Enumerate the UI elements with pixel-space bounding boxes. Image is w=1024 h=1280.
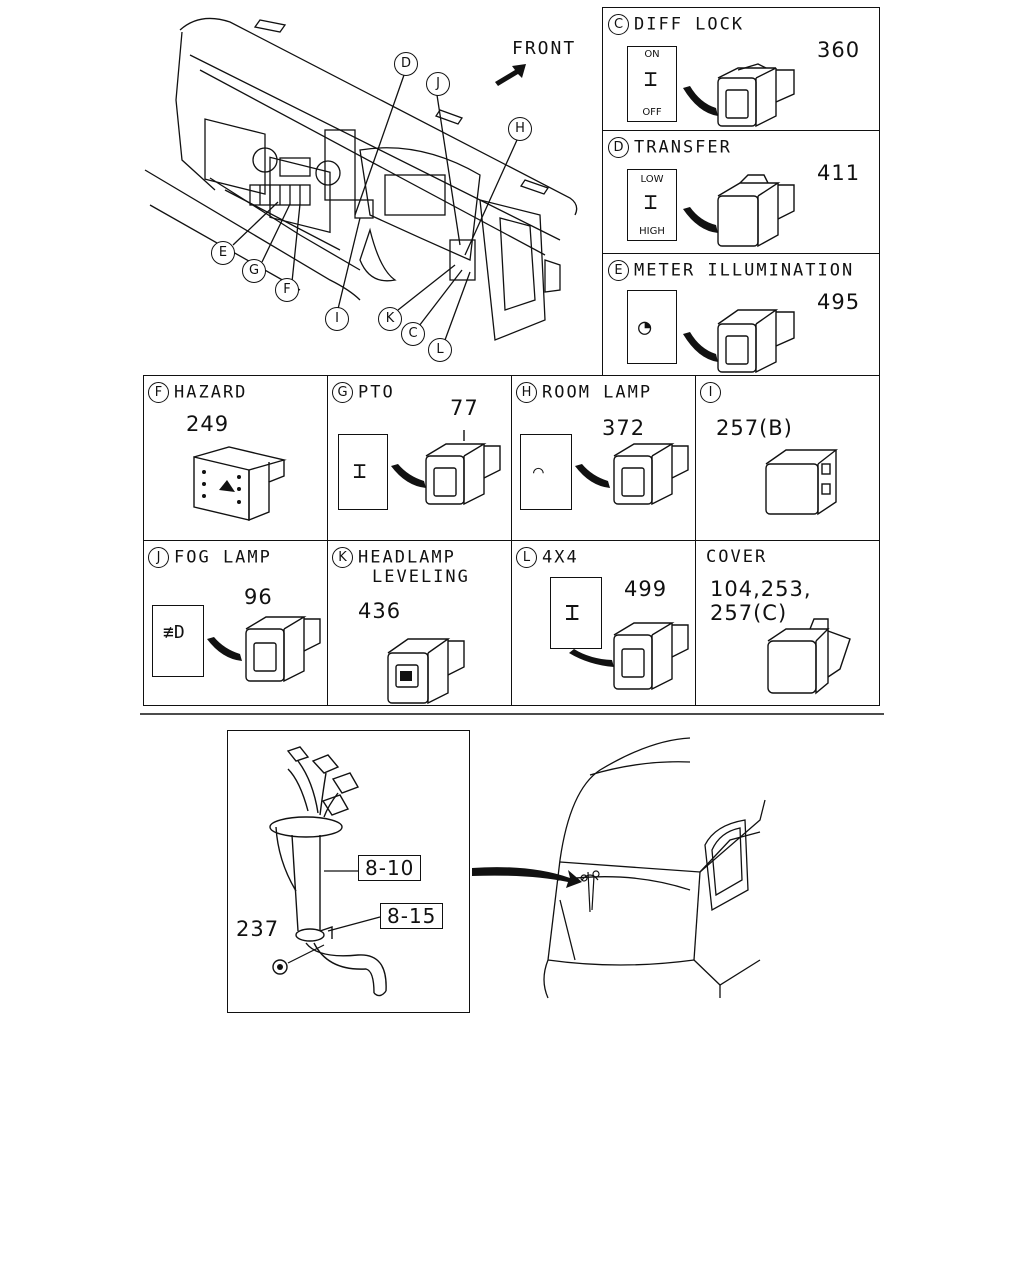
panel-letter: K [332,547,353,568]
panel-letter: I [700,382,721,403]
callout-k: K [378,307,402,331]
transfer-symbol: LOW ⌶ HIGH [627,169,677,241]
panel-title: 4X4 [542,547,579,568]
detail-arrow [472,867,582,888]
part-number: 257(B) [716,416,793,440]
pto-symbol: ⌶ [338,434,388,510]
panel-title: METER ILLUMINATION [634,260,855,281]
callout-f: F [275,278,299,302]
part-number: 96 [244,585,273,609]
part-number: 360 [817,38,861,62]
panel-title-line1: HEADLAMP [358,547,456,568]
part-number: 436 [358,599,402,623]
panel-cover: COVER 104,253, 257(C) [695,540,880,706]
ref-8-10: 8-10 [358,855,422,881]
part-number: 499 [624,577,668,601]
part-number: 372 [602,416,646,440]
part-number: 495 [817,290,861,314]
panel-title: TRANSFER [634,137,732,158]
panel-letter: C [608,14,629,35]
callout-l: L [428,338,452,362]
part-number: 77 [450,396,479,420]
panel-letter: G [332,382,353,403]
panel-title: FOG LAMP [174,547,272,568]
fog-lamp-symbol: ≢D [152,605,204,677]
panel-title: PTO [358,382,395,403]
part-number-line2: 257(C) [710,601,788,625]
front-label: FRONT [512,38,577,59]
callout-j: J [426,72,450,96]
ref-8-15: 8-15 [380,903,444,929]
panel-title-line2: LEVELING [372,567,470,587]
callout-d: D [394,52,418,76]
panel-title: DIFF LOCK [634,14,745,35]
lamp-icon: ⌒ [533,461,544,482]
panel-letter: J [148,547,169,568]
callout-h: H [508,117,532,141]
callout-c: C [401,322,425,346]
panel-title: COVER [706,547,768,567]
callout-g: G [242,259,266,283]
axle-icon: ⌶ [565,598,580,626]
harness-detail-box: 8-10 8-15 237 [227,730,470,1013]
4x4-symbol: ⌶ [550,577,602,649]
panel-blank-i: I 257(B) [695,375,880,541]
gauge-icon: ◔ [638,315,652,340]
panel-letter: D [608,137,629,158]
callout-e: E [211,241,235,265]
panel-title: ROOM LAMP [542,382,653,403]
panel-title: HAZARD [174,382,248,403]
pto-axle-icon: ⌶ [353,459,367,484]
part-number: 249 [186,412,230,436]
part-number-line1: 104,253, [710,577,812,601]
panel-letter: E [608,260,629,281]
panel-letter: L [516,547,537,568]
diff-lock-symbol: ON ⌶ OFF [627,46,677,122]
part-number-237: 237 [236,917,280,941]
axle-icon: ⌶ [644,67,658,92]
fog-lamp-icon: ≢D [163,622,185,643]
meter-illumination-symbol: ◔ [627,290,677,364]
panel-letter: F [148,382,169,403]
axle-icon: ⌶ [644,190,658,215]
part-number: 411 [817,161,861,185]
panel-letter: H [516,382,537,403]
section-divider [140,713,884,715]
room-lamp-symbol: ⌒ [520,434,572,510]
callout-i: I [325,307,349,331]
